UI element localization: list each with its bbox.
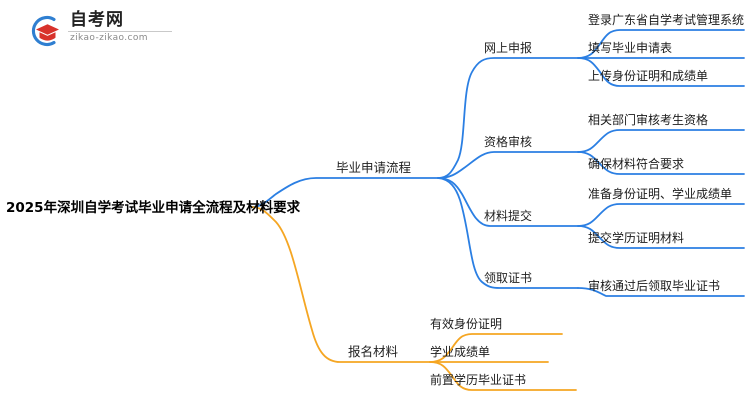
- leaf-node-review-1[interactable]: 相关部门审核考生资格: [588, 113, 709, 127]
- leaf-node-review-2[interactable]: 确保材料符合要求: [588, 157, 685, 171]
- site-logo: 自考网 zikao-zikao.com: [24, 10, 174, 52]
- leaf-node-online-2[interactable]: 填写毕业申请表: [588, 41, 673, 55]
- wire-review-leaf-2: [577, 151, 745, 175]
- logo-wordmark: 自考网 zikao-zikao.com: [68, 10, 174, 44]
- root-node-label[interactable]: 2025年深圳自学考试毕业申请全流程及材料要求: [6, 200, 301, 216]
- wire-submit-leaf-1: [577, 203, 745, 227]
- wire-online-leaf-1: [577, 29, 745, 59]
- wire-root-to-process: [251, 177, 439, 208]
- leaf-node-materials-3[interactable]: 前置学历毕业证书: [430, 373, 527, 387]
- wire-root-to-materials: [251, 206, 431, 363]
- wire-process-to-online: [437, 57, 579, 179]
- wire-online-leaf-3: [577, 57, 745, 87]
- wire-submit-leaf-2: [577, 225, 745, 249]
- logo-divider: [68, 31, 172, 32]
- leaf-node-materials-2[interactable]: 学业成绩单: [430, 345, 491, 359]
- wire-process-to-submit: [437, 177, 579, 227]
- wire-process-to-review: [437, 151, 579, 179]
- leaf-node-submit-1[interactable]: 准备身份证明、学业成绩单: [588, 187, 733, 201]
- leaf-node-online-3[interactable]: 上传身份证明和成绩单: [588, 69, 709, 83]
- branch-node-registration-materials[interactable]: 报名材料: [348, 344, 399, 359]
- leaf-node-online-1[interactable]: 登录广东省自学考试管理系统: [588, 13, 745, 27]
- leaf-node-submit-2[interactable]: 提交学历证明材料: [588, 231, 685, 245]
- sub-node-online-application[interactable]: 网上申报: [484, 41, 533, 55]
- sub-node-qualification-review[interactable]: 资格审核: [484, 135, 533, 149]
- brand-url: zikao-zikao.com: [70, 33, 148, 43]
- branch-node-graduation-process[interactable]: 毕业申请流程: [336, 160, 412, 175]
- wire-review-leaf-1: [577, 129, 745, 153]
- wire-materials-leaf-3: [429, 361, 577, 391]
- leaf-node-materials-1[interactable]: 有效身份证明: [430, 317, 503, 331]
- leaf-node-certificate-1[interactable]: 审核通过后领取毕业证书: [588, 279, 721, 293]
- wire-certificate-leaf-1: [577, 287, 745, 297]
- wire-materials-leaf-1: [429, 333, 563, 363]
- brand-name: 自考网: [70, 10, 124, 30]
- graduation-cap-logo-icon: [24, 12, 62, 50]
- sub-node-material-submission[interactable]: 材料提交: [484, 209, 533, 223]
- sub-node-collect-certificate[interactable]: 领取证书: [484, 271, 533, 285]
- wire-process-to-certificate: [437, 177, 579, 289]
